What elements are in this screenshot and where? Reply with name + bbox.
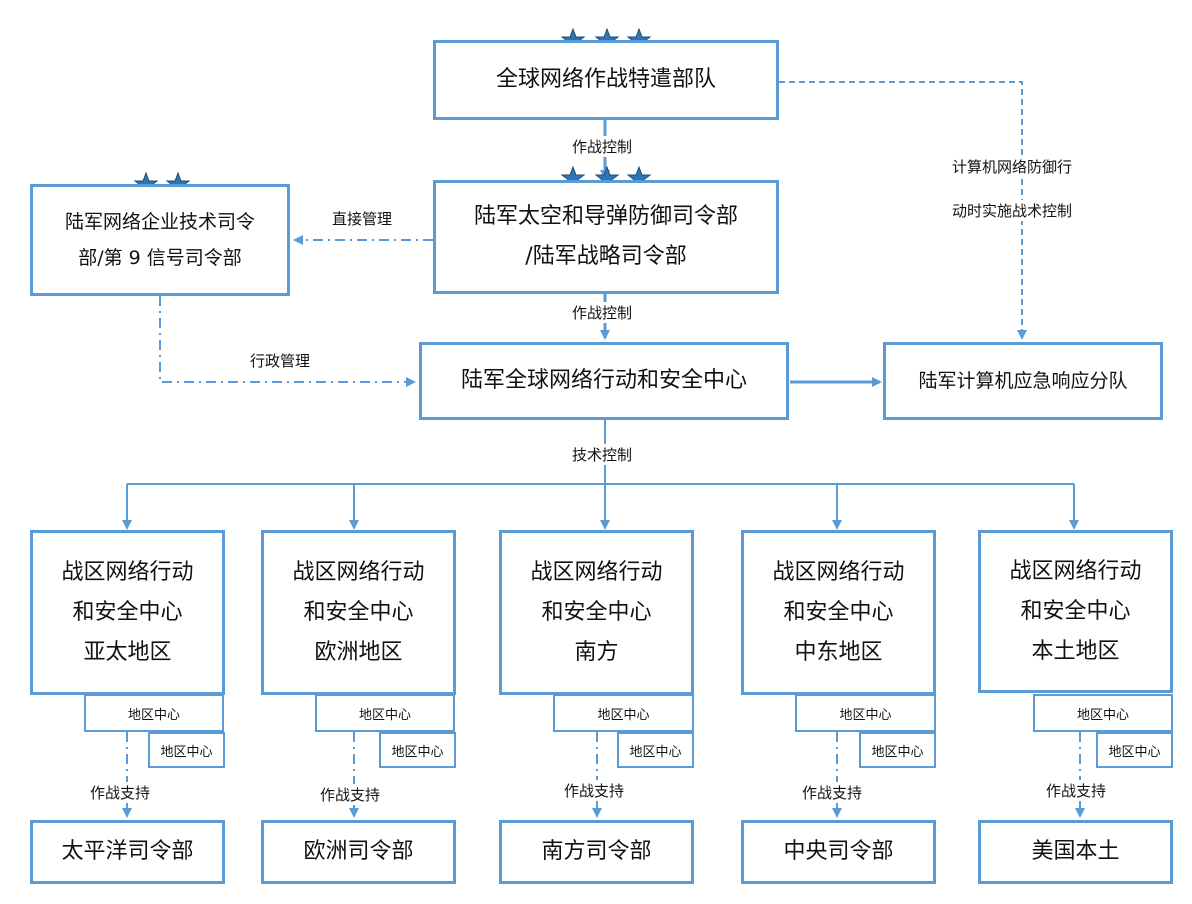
regional-center-box: 地区中心 bbox=[379, 732, 456, 768]
theater-center-asia-pacific-box: 战区网络行动 和安全中心 亚太地区 bbox=[30, 530, 225, 695]
regional-center-box: 地区中心 bbox=[315, 694, 455, 732]
regional-center-box: 地区中心 bbox=[1096, 732, 1173, 768]
region-line3: 亚太地区 bbox=[83, 639, 172, 665]
command-label: 太平洋司令部 bbox=[61, 839, 194, 864]
admin-mgmt-label: 行政管理 bbox=[248, 350, 313, 371]
strategic-line1: 陆军太空和导弹防御司令部 bbox=[473, 204, 738, 229]
region-line1: 战区网络行动 bbox=[61, 559, 194, 585]
op-control-label-1: 作战控制 bbox=[570, 136, 635, 157]
region-line2: 和安全中心 bbox=[783, 599, 894, 625]
defense-label-line1: 计算机网络防御行 bbox=[950, 156, 1075, 177]
op-support-label: 作战支持 bbox=[1044, 780, 1109, 801]
region-line1: 战区网络行动 bbox=[530, 559, 663, 585]
op-support-label: 作战支持 bbox=[88, 782, 153, 803]
regional-center-box: 地区中心 bbox=[617, 732, 694, 768]
european-command-box: 欧洲司令部 bbox=[261, 820, 456, 884]
cert-label: 陆军计算机应急响应分队 bbox=[918, 370, 1128, 392]
region-line3: 欧洲地区 bbox=[314, 639, 403, 665]
enterprise-line1: 陆军网络企业技术司令 bbox=[64, 211, 255, 233]
region-line3: 南方 bbox=[574, 639, 619, 665]
tech-control-label: 技术控制 bbox=[570, 444, 635, 465]
regional-center-box: 地区中心 bbox=[84, 694, 224, 732]
region-line2: 和安全中心 bbox=[1020, 598, 1131, 624]
theater-center-europe-box: 战区网络行动 和安全中心 欧洲地区 bbox=[261, 530, 456, 695]
southern-command-box: 南方司令部 bbox=[499, 820, 694, 884]
regional-center-box: 地区中心 bbox=[553, 694, 694, 732]
regional-center-box: 地区中心 bbox=[795, 694, 936, 732]
us-homeland-box: 美国本土 bbox=[978, 820, 1173, 884]
region-line2: 和安全中心 bbox=[303, 599, 414, 625]
regional-center-box: 地区中心 bbox=[1033, 694, 1173, 732]
enterprise-line2: 部/第 9 信号司令部 bbox=[78, 247, 242, 269]
pacific-command-box: 太平洋司令部 bbox=[30, 820, 225, 884]
region-line1: 战区网络行动 bbox=[292, 559, 425, 585]
computer-emergency-response-team-box: 陆军计算机应急响应分队 bbox=[883, 342, 1163, 420]
region-line1: 战区网络行动 bbox=[1009, 558, 1142, 584]
op-support-label: 作战支持 bbox=[800, 782, 865, 803]
op-support-label: 作战支持 bbox=[318, 784, 383, 805]
theater-center-south-box: 战区网络行动 和安全中心 南方 bbox=[499, 530, 694, 695]
regional-center-box: 地区中心 bbox=[148, 732, 225, 768]
theater-center-homeland-box: 战区网络行动 和安全中心 本土地区 bbox=[978, 530, 1173, 693]
defense-label-line2: 动时实施战术控制 bbox=[950, 200, 1075, 221]
network-enterprise-tech-command-box: 陆军网络企业技术司令 部/第 9 信号司令部 bbox=[30, 184, 290, 296]
command-label: 南方司令部 bbox=[541, 839, 652, 864]
command-label: 欧洲司令部 bbox=[303, 839, 414, 864]
army-space-missile-defense-command-box: 陆军太空和导弹防御司令部 /陆军战略司令部 bbox=[433, 180, 779, 294]
global-network-ops-security-center-box: 陆军全球网络行动和安全中心 bbox=[419, 342, 789, 420]
region-line1: 战区网络行动 bbox=[772, 559, 905, 585]
region-line2: 和安全中心 bbox=[541, 599, 652, 625]
op-control-label-2: 作战控制 bbox=[570, 302, 635, 323]
theater-center-middle-east-box: 战区网络行动 和安全中心 中东地区 bbox=[741, 530, 936, 695]
regional-center-box: 地区中心 bbox=[859, 732, 936, 768]
op-support-label: 作战支持 bbox=[562, 780, 627, 801]
region-line3: 本土地区 bbox=[1031, 638, 1120, 664]
command-label: 美国本土 bbox=[1031, 839, 1120, 864]
center-label: 陆军全球网络行动和安全中心 bbox=[460, 368, 747, 393]
strategic-line2: /陆军战略司令部 bbox=[525, 244, 687, 269]
region-line3: 中东地区 bbox=[794, 639, 883, 665]
admin-mgmt-arrow bbox=[159, 296, 416, 387]
top-box-label: 全球网络作战特遣部队 bbox=[495, 67, 716, 92]
global-network-ops-task-force-box: 全球网络作战特遣部队 bbox=[433, 40, 779, 120]
region-line2: 和安全中心 bbox=[72, 599, 183, 625]
central-command-box: 中央司令部 bbox=[741, 820, 936, 884]
direct-mgmt-label: 直接管理 bbox=[330, 208, 395, 229]
command-label: 中央司令部 bbox=[783, 839, 894, 864]
tactical-control-arrow bbox=[779, 81, 1027, 340]
